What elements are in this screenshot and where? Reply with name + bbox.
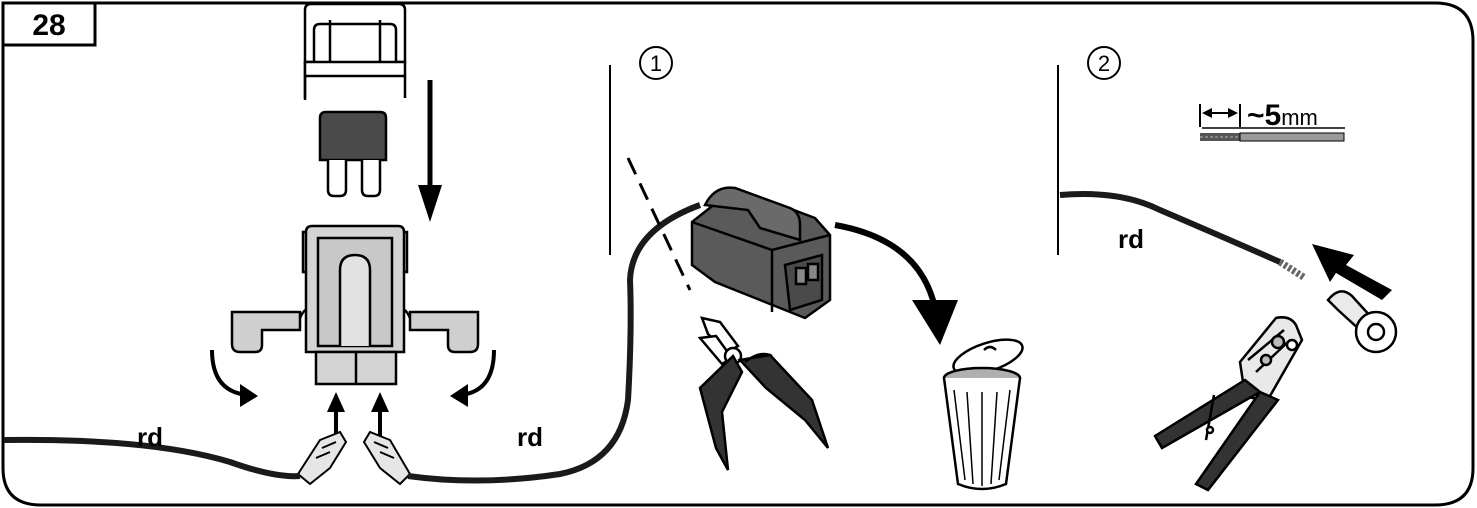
trash-bin-icon bbox=[944, 333, 1027, 489]
wire-terminal-left-icon bbox=[298, 432, 346, 484]
release-arrow-right-icon bbox=[450, 350, 494, 407]
step-number-box: 28 bbox=[3, 3, 95, 45]
wire-label-left: rd bbox=[137, 422, 163, 452]
side-cutter-pliers-icon bbox=[700, 318, 828, 470]
panel-cut-connector: 1 bbox=[628, 47, 1027, 489]
cut-line bbox=[628, 158, 690, 290]
fuse-holder-icon bbox=[232, 226, 478, 384]
blade-fuse-icon bbox=[320, 112, 386, 196]
wire-crimp bbox=[1060, 194, 1280, 262]
release-arrow-left-icon bbox=[212, 350, 258, 407]
ring-terminal-icon bbox=[1328, 291, 1396, 352]
panel-fuse-holder: rd rd bbox=[4, 4, 700, 484]
discard-arrow-icon bbox=[835, 225, 958, 345]
stripped-wire-icon bbox=[1200, 133, 1344, 141]
step-number: 28 bbox=[32, 9, 65, 42]
wire-stripped-end bbox=[1280, 262, 1305, 278]
crimping-tool-icon bbox=[1155, 317, 1302, 490]
panel-marker-1: 1 bbox=[640, 47, 672, 79]
svg-text:1: 1 bbox=[650, 51, 662, 76]
panel-marker-2: 2 bbox=[1088, 47, 1120, 79]
insert-wire-arrow-icon bbox=[1312, 244, 1392, 300]
wire-terminal-right-icon bbox=[364, 432, 410, 484]
insert-arrow-icon bbox=[418, 80, 442, 222]
connector-plug-icon bbox=[692, 188, 830, 318]
wire-label-right: rd bbox=[517, 422, 543, 452]
strip-length-indicator: ~5mm bbox=[1200, 99, 1345, 141]
svg-text:2: 2 bbox=[1098, 51, 1110, 76]
panel-crimp-terminal: 2 ~5mm rd bbox=[1060, 47, 1396, 490]
wire-label-crimp: rd bbox=[1118, 224, 1144, 254]
fuse-clip-icon bbox=[305, 4, 405, 100]
strip-length-label: ~5mm bbox=[1247, 99, 1318, 132]
